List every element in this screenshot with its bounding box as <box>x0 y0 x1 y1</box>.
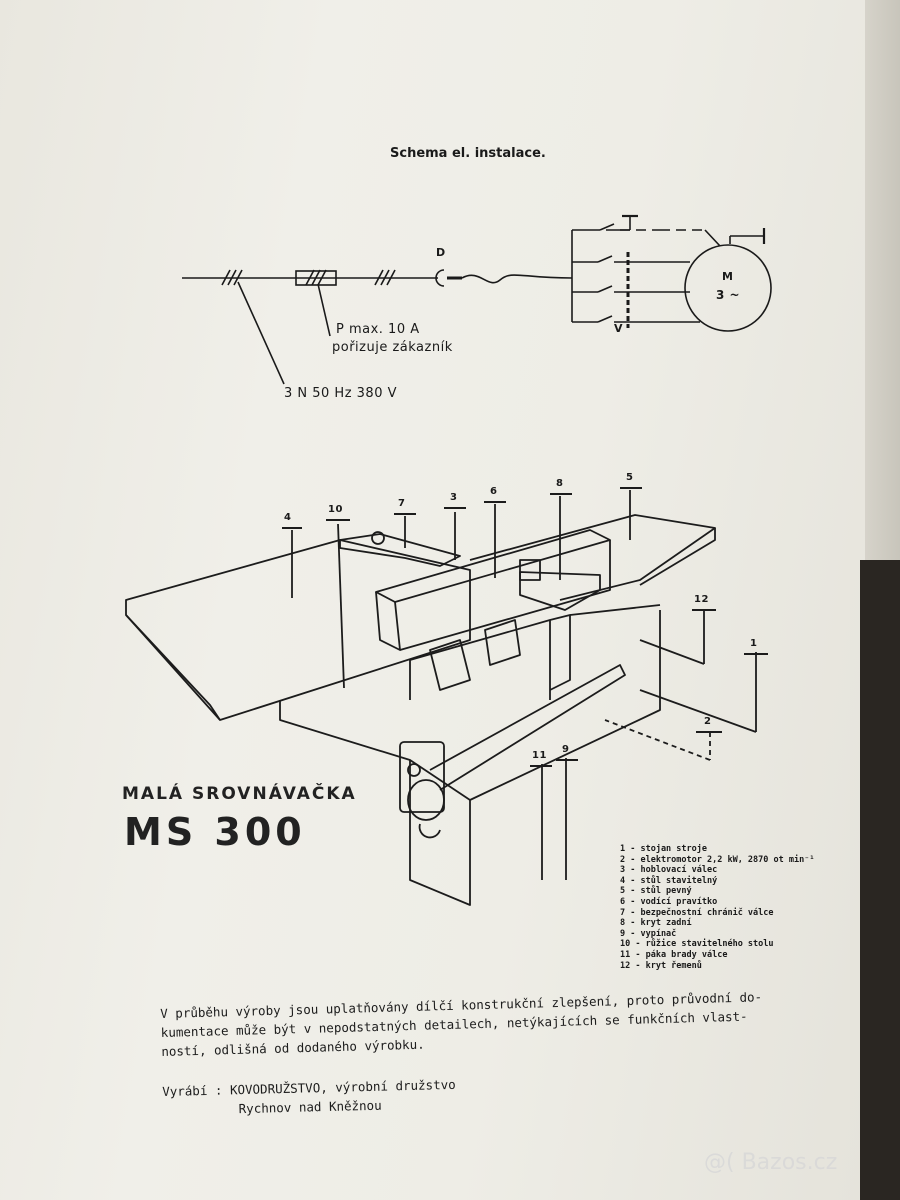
legend-item: 9 - vypínač <box>620 928 677 939</box>
legend-item: 12 - kryt řemenů <box>620 960 702 971</box>
switch-label: V <box>614 322 624 335</box>
legend-item: 6 - vodící pravítko <box>620 896 718 907</box>
watermark: @( Bazos.cz <box>704 1150 838 1175</box>
legend-item: 4 - stůl stavitelný <box>620 875 718 886</box>
callout-10: 10 <box>328 504 343 515</box>
callout-9: 9 <box>562 744 570 755</box>
motor-phase-label: 3 ~ <box>716 288 741 302</box>
fuse-note-label: pořizuje zákazník <box>332 340 453 355</box>
schema-title: Schema el. instalace. <box>390 146 546 161</box>
legend-item: 1 - stojan stroje <box>620 844 707 854</box>
callout-4: 4 <box>284 512 292 523</box>
supply-label: 3 N 50 Hz 380 V <box>284 386 398 401</box>
legend-item: 5 - stůl pevný <box>620 886 692 897</box>
callout-11: 11 <box>532 750 547 761</box>
maker-name: KOVODRUŽSTVO, výrobní družstvo <box>229 1076 456 1098</box>
callout-7: 7 <box>398 498 406 509</box>
legend-item: 11 - páka brady válce <box>620 949 728 960</box>
callout-5: 5 <box>626 472 634 483</box>
maker-city: Rychnov nad Kněžnou <box>238 1097 382 1117</box>
callout-1: 1 <box>750 638 758 649</box>
callout-2: 2 <box>704 716 712 727</box>
legend-item: 7 - bezpečnostní chránič válce <box>620 907 774 918</box>
manufacturer-block: Vyrábí : KOVODRUŽSTVO, výrobní družstvo … <box>162 1075 456 1120</box>
legend-item: 8 - kryt zadní <box>620 918 692 929</box>
motor-label: M <box>722 270 734 283</box>
legend-item: 10 - růžice stavitelného stolu <box>620 939 774 950</box>
maker-label: Vyrábí : <box>162 1082 223 1099</box>
fuse-rating-label: P max. 10 A <box>336 322 420 337</box>
background-edge <box>860 560 900 1200</box>
plug-label: D <box>436 246 446 259</box>
callout-12: 12 <box>694 594 709 605</box>
product-subtitle: MALÁ SROVNÁVAČKA <box>122 784 357 804</box>
product-model: MS 300 <box>124 810 306 854</box>
parts-legend: 1 - stojan stroje 2 - elektromotor 2,2 k… <box>620 844 814 971</box>
callout-8: 8 <box>556 478 564 489</box>
callout-3: 3 <box>450 492 458 503</box>
callout-6: 6 <box>490 486 498 497</box>
legend-item: 2 - elektromotor 2,2 kW, 2870 ot min⁻¹ <box>620 854 815 865</box>
legend-item: 3 - hoblovací válec <box>620 865 718 876</box>
